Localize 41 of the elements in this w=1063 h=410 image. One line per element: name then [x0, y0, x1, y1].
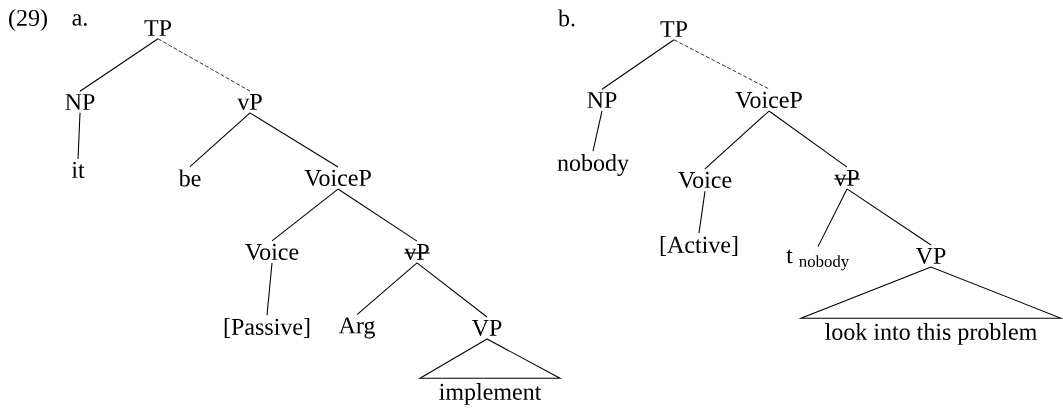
tree-branch — [846, 188, 932, 246]
tree-branch — [266, 262, 273, 316]
tree-label: nobody — [557, 154, 629, 176]
tree-branch — [704, 110, 770, 170]
tree-label: TP — [144, 20, 172, 36]
tree-branch — [601, 39, 675, 90]
tree-branch — [416, 262, 488, 318]
tree-branch — [698, 190, 706, 234]
tree-branch — [337, 188, 418, 242]
example-label: (29) — [9, 9, 47, 31]
tree-branch — [673, 39, 770, 90]
tree-branch — [592, 110, 603, 152]
tree-branch — [249, 112, 339, 168]
tree-label: implement — [439, 383, 542, 405]
tree-label: TP — [660, 21, 688, 37]
tree-label: Arg — [338, 317, 375, 339]
tree-label: it — [71, 161, 85, 179]
tree-label: Voice — [678, 171, 732, 189]
tree-branch — [157, 38, 251, 92]
tree-branch — [271, 188, 339, 242]
tree-label: [Passive] — [224, 318, 310, 338]
tree-label: VP — [915, 247, 946, 264]
tree-label: VoiceP — [304, 169, 371, 187]
tree-branch — [768, 110, 848, 168]
tree-branch — [79, 38, 159, 92]
tree-label: VoiceP — [735, 91, 802, 109]
tree-branch — [356, 262, 418, 316]
example-label: b. — [558, 9, 575, 27]
tree-label: NP — [65, 94, 95, 110]
tree-label: be — [178, 169, 201, 187]
tree-branch — [189, 112, 251, 168]
tree-label: Voice — [245, 243, 299, 261]
tree-branch — [77, 112, 81, 160]
tree-label: look into this problem — [825, 323, 1037, 345]
tree-label: NP — [587, 92, 617, 108]
tree-label: VP — [471, 319, 502, 336]
example-label: a. — [72, 14, 87, 26]
tree-branch — [817, 188, 848, 248]
tree-label: vP — [237, 94, 262, 110]
tree-label: t $_{nobody}$ — [786, 249, 850, 271]
tree-label: [Active] — [660, 236, 738, 256]
